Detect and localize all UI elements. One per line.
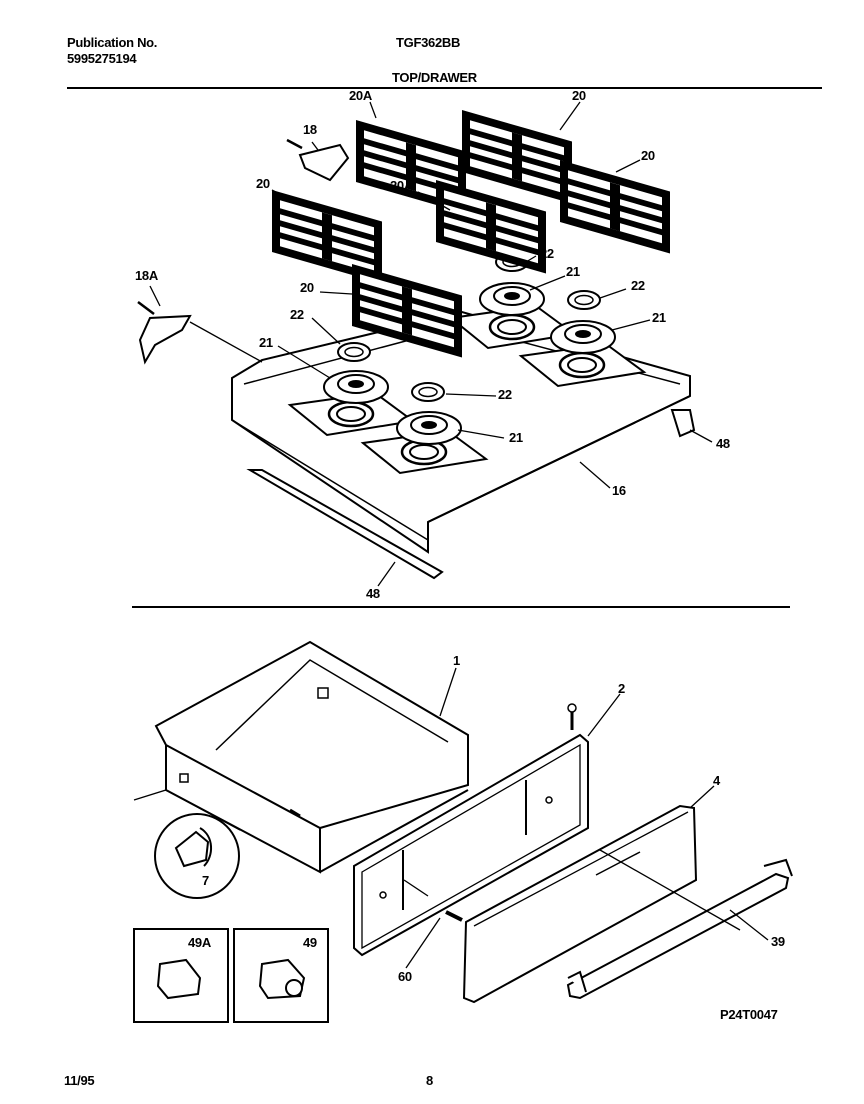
page-number: 8 (426, 1073, 433, 1088)
callout-20-front: 20 (300, 280, 314, 295)
footer-date: 11/95 (64, 1073, 95, 1088)
callout-16: 16 (612, 483, 626, 498)
callout-22-d: 22 (498, 387, 512, 402)
callout-20-left: 20 (256, 176, 270, 191)
callout-21-b: 21 (652, 310, 666, 325)
model-number: TGF362BB (396, 35, 461, 50)
callout-7: 7 (202, 873, 209, 888)
callout-21-a: 21 (566, 264, 580, 279)
callout-2: 2 (618, 681, 625, 696)
callout-20A-top: 20A (349, 88, 372, 103)
callout-39: 39 (771, 934, 785, 949)
callout-20-top: 20 (572, 88, 586, 103)
callout-48-right: 48 (716, 436, 730, 451)
diagram-code: P24T0047 (720, 1007, 778, 1022)
publication-number: 5995275194 (67, 51, 137, 66)
callout-21-c: 21 (259, 335, 273, 350)
callout-1: 1 (453, 653, 460, 668)
callout-4: 4 (713, 773, 720, 788)
callout-22-b: 22 (631, 278, 645, 293)
callout-60: 60 (398, 969, 412, 984)
publication-label: Publication No. (67, 35, 158, 50)
callout-20-right: 20 (641, 148, 655, 163)
callout-49A: 49A (188, 935, 211, 950)
callout-22-a: 22 (540, 246, 554, 261)
callout-22-c: 22 (290, 307, 304, 322)
callout-49: 49 (303, 935, 317, 950)
callout-20A-mid: 20A (390, 178, 413, 193)
callout-18: 18 (303, 122, 317, 137)
callout-18A: 18A (135, 268, 158, 283)
callout-21-d: 21 (509, 430, 523, 445)
callout-48-bottom: 48 (366, 586, 380, 601)
section-title: TOP/DRAWER (392, 70, 477, 85)
